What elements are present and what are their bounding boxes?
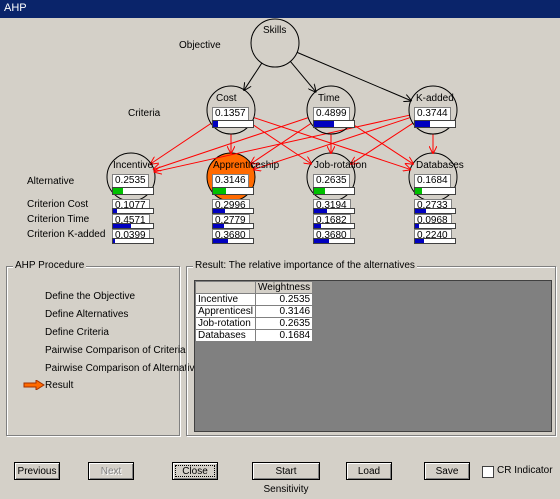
criterion-weight-bar: [212, 120, 254, 128]
start-sensitivity-button[interactable]: Start Sensitivity: [252, 462, 320, 495]
alternative-node-value: 0.2635: [313, 174, 350, 188]
result-table: Weightness Incentive 0.2535 Apprenticesl…: [194, 281, 314, 342]
row-value: 0.3146: [255, 305, 314, 318]
procedure-step-define-alternatives[interactable]: Define Alternatives: [45, 309, 129, 320]
alternative-weight-bar: [112, 187, 154, 195]
load-button[interactable]: Load: [346, 462, 392, 480]
criterion-node-title: Time: [318, 93, 340, 104]
criterion-node-value: 0.3744: [414, 107, 451, 121]
criterion-node-circle: [408, 85, 458, 135]
objective-label: Objective: [179, 40, 221, 51]
criterion-value-bar: [212, 208, 254, 214]
row-name: Incentive: [194, 293, 257, 306]
criterion-value-bar: [112, 223, 154, 229]
result-title: Result: The relative importance of the a…: [193, 260, 417, 271]
ahp-procedure-title: AHP Procedure: [13, 260, 87, 271]
alternative-weight-bar: [313, 187, 355, 195]
criterion-value-bar: [112, 238, 154, 244]
criterion-value-bar: [112, 208, 154, 214]
next-button[interactable]: Next: [88, 462, 134, 480]
criterion-alternative-link: [254, 117, 411, 170]
criterion-node-title: K-added: [416, 93, 454, 104]
alternative-weight-bar: [212, 187, 254, 195]
ahp-procedure-group: AHP Procedure Define the Objective Defin…: [6, 260, 205, 436]
title-bar: AHP: [0, 0, 560, 18]
criterion-alternative-link: [154, 117, 309, 170]
alternative-node-value: 0.1684: [414, 174, 451, 188]
alternative-node-title: Job-rotation: [314, 160, 367, 171]
criterion-weight-bar: [313, 120, 355, 128]
criteria-label: Criteria: [128, 108, 161, 119]
criterion-node-title: Cost: [216, 93, 237, 104]
table-row[interactable]: Apprenticesl 0.3146: [194, 305, 314, 318]
ahp-hierarchy-diagram: Objective Criteria Alternative Skills Co…: [0, 18, 560, 256]
criterion-node-value: 0.1357: [212, 107, 249, 121]
criterion-value-bar: [313, 223, 355, 229]
criterion-node-value: 0.4899: [313, 107, 350, 121]
previous-button[interactable]: Previous: [14, 462, 60, 480]
row-value: 0.1684: [255, 329, 314, 342]
alternative-node-title: Incentive: [113, 160, 154, 171]
criterion-value-bar: [414, 223, 456, 229]
criterion-alternative-link: [351, 122, 414, 164]
cr-indicator-label: CR Indicator: [497, 465, 553, 476]
save-button[interactable]: Save: [424, 462, 470, 480]
root-node-circle: [250, 18, 300, 68]
cr-indicator-checkbox[interactable]: [482, 466, 494, 478]
objective-criterion-link: [244, 62, 263, 90]
objective-criterion-link: [290, 61, 315, 91]
criterion-value-bar: [414, 208, 456, 214]
procedure-step-define-objective[interactable]: Define the Objective: [45, 291, 136, 302]
alternative-node-title: Apprenticeship: [213, 160, 280, 171]
alternative-node-title: Databases: [416, 160, 464, 171]
row-name: Databases: [194, 329, 257, 342]
criterion-value-bar: [212, 223, 254, 229]
criterion-weight-bar: [414, 120, 456, 128]
result-table-area: Weightness Incentive 0.2535 Apprenticesl…: [194, 280, 552, 432]
table-row[interactable]: Job-rotation 0.2635: [194, 317, 314, 330]
criterion-alternative-link: [151, 122, 212, 163]
alternative-node-value: 0.3146: [212, 174, 249, 188]
result-group: Result: The relative importance of the a…: [186, 260, 556, 436]
procedure-step-result[interactable]: Result: [45, 380, 74, 391]
row-value: 0.2635: [255, 317, 314, 330]
criterion-value-bar: [313, 238, 355, 244]
procedure-step-pairwise-criteria[interactable]: Pairwise Comparison of Criteria: [45, 345, 186, 356]
objective-criterion-link: [296, 51, 411, 100]
criterion-node-circle: [206, 85, 256, 135]
table-header-row: Weightness: [194, 281, 314, 294]
criterion-alternative-link: [154, 114, 410, 172]
row-name: Job-rotation: [194, 317, 257, 330]
criterion-row-label: Criterion Cost: [27, 199, 89, 210]
criterion-node-circle: [306, 85, 356, 135]
alternative-weight-bar: [414, 187, 456, 195]
procedure-step-define-criteria[interactable]: Define Criteria: [45, 327, 109, 338]
table-corner-cell: [194, 281, 257, 294]
alternative-label: Alternative: [27, 176, 75, 187]
right-arrow-icon: [23, 380, 45, 390]
window-title: AHP: [4, 2, 27, 14]
row-name: Apprenticesl: [194, 305, 257, 318]
table-row[interactable]: Incentive 0.2535: [194, 293, 314, 306]
criterion-value-bar: [414, 238, 456, 244]
criterion-value-bar: [212, 238, 254, 244]
close-button[interactable]: Close: [172, 462, 218, 480]
procedure-step-pairwise-alternatives[interactable]: Pairwise Comparison of Alternatives: [45, 363, 206, 374]
alternative-node-value: 0.2535: [112, 174, 149, 188]
table-row[interactable]: Databases 0.1684: [194, 329, 314, 342]
criterion-row-label: Criterion Time: [27, 214, 90, 225]
criterion-value-bar: [313, 208, 355, 214]
row-value: 0.2535: [255, 293, 314, 306]
criterion-row-label: Criterion K-added: [27, 229, 106, 240]
root-node-title: Skills: [263, 25, 287, 36]
weightness-column-header[interactable]: Weightness: [255, 281, 314, 294]
